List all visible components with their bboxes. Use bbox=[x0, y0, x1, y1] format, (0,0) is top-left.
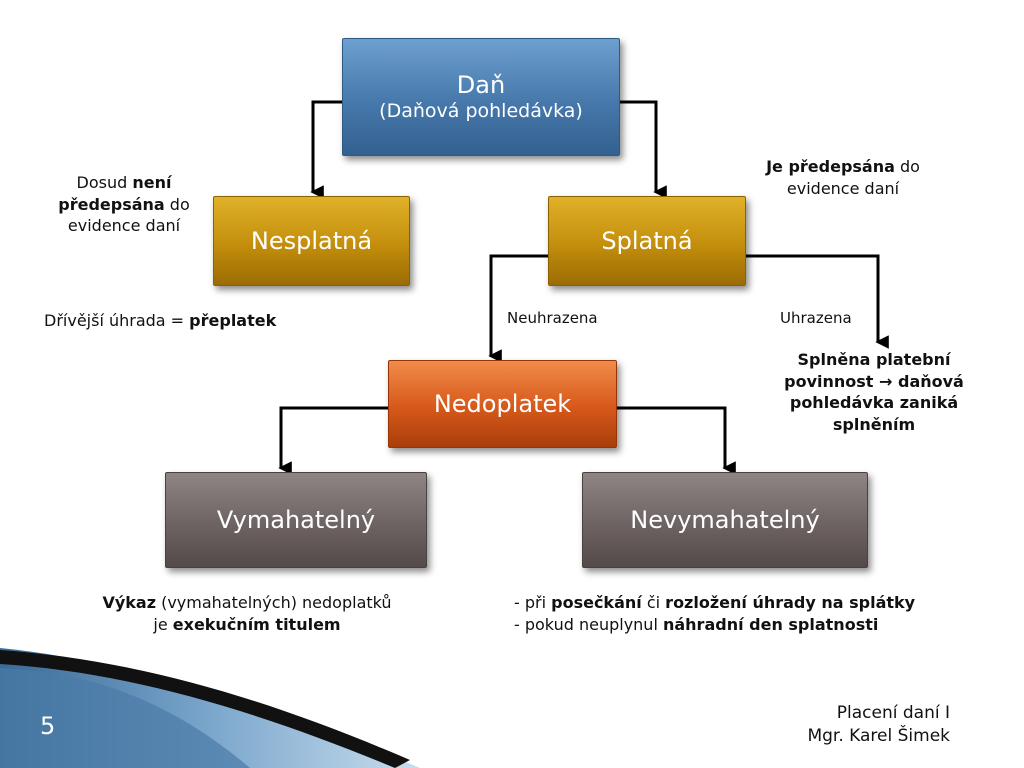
node-nedoplatek-title: Nedoplatek bbox=[433, 389, 572, 418]
node-nevymahatelny: Nevymahatelný bbox=[582, 472, 868, 568]
slide-footer: Placení daní I Mgr. Karel Šimek bbox=[807, 702, 950, 748]
node-dan-title: Daň bbox=[456, 70, 506, 99]
note-not-prescribed: Dosud není předepsána do evidence daní bbox=[58, 173, 190, 236]
node-dan: Daň (Daňová pohledávka) bbox=[342, 38, 620, 156]
node-splatna: Splatná bbox=[548, 196, 746, 286]
edge-splatna-nedoplatek bbox=[488, 254, 548, 363]
node-nevymahatelny-title: Nevymahatelný bbox=[630, 505, 820, 534]
node-nesplatna-title: Nesplatná bbox=[250, 226, 373, 255]
node-nedoplatek: Nedoplatek bbox=[388, 360, 617, 448]
note-overpayment: Dřívější úhrada = přeplatek bbox=[44, 311, 277, 330]
edge-nedoplatek-vymahatelny bbox=[278, 406, 388, 475]
edge-dan-splatna bbox=[620, 100, 667, 199]
slide-number: 5 bbox=[40, 712, 56, 740]
node-vymahatelny: Vymahatelný bbox=[165, 472, 427, 568]
note-unenforceable: - při posečkání či rozložení úhrady na s… bbox=[514, 593, 916, 634]
edge-label-uhrazena: Uhrazena bbox=[780, 309, 852, 327]
footer-course: Placení daní I bbox=[836, 703, 950, 723]
node-vymahatelny-title: Vymahatelný bbox=[216, 505, 376, 534]
note-paid: Splněna platební povinnost → daňová pohl… bbox=[784, 350, 964, 434]
note-prescribed: Je předepsána do evidence daní bbox=[766, 157, 920, 198]
note-statement: Výkaz (vymahatelných) nedoplatků je exek… bbox=[102, 593, 392, 634]
node-dan-subtitle: (Daňová pohledávka) bbox=[379, 99, 583, 122]
footer-author: Mgr. Karel Šimek bbox=[807, 725, 950, 746]
edge-splatna-paid bbox=[746, 254, 889, 349]
edge-label-neuhrazena: Neuhrazena bbox=[507, 309, 598, 327]
node-nesplatna: Nesplatná bbox=[213, 196, 410, 286]
edge-nedoplatek-nevymahatelny bbox=[617, 406, 736, 475]
arrow-right-icon: → bbox=[879, 371, 893, 391]
edge-dan-nesplatna bbox=[310, 100, 342, 199]
node-splatna-title: Splatná bbox=[601, 226, 693, 255]
